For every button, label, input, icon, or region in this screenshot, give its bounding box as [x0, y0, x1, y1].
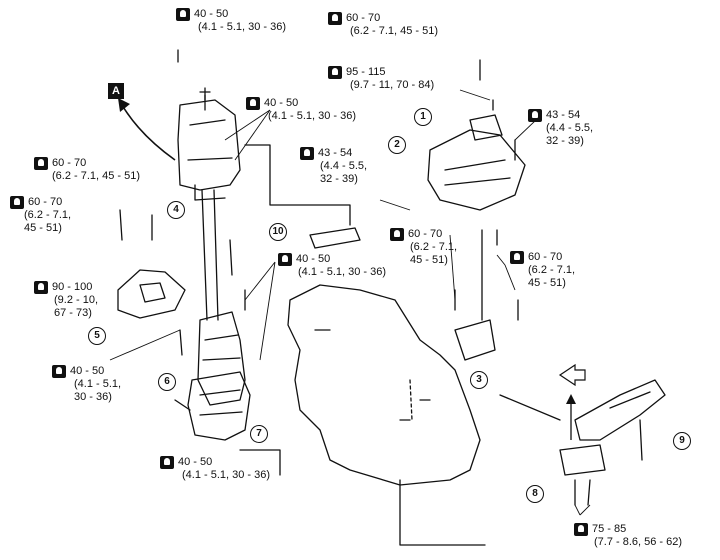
torque-label: 40 - 50 (4.1 - 5.1, 30 - 36)	[160, 456, 270, 482]
wrench-icon	[52, 365, 66, 378]
torque-label: 60 - 70 (6.2 - 7.1, 45 - 51)	[390, 228, 457, 267]
part-callout: 1	[414, 108, 432, 126]
center-mount	[197, 311, 246, 406]
torque-label: 40 - 50 (4.1 - 5.1, 30 - 36)	[52, 365, 121, 404]
wrench-icon	[510, 251, 524, 264]
torque-label: 60 - 70 (6.2 - 7.1, 45 - 51)	[34, 157, 140, 183]
wrench-icon	[278, 253, 292, 266]
wrench-icon	[328, 66, 342, 79]
torque-label: 40 - 50 (4.1 - 5.1, 30 - 36)	[278, 253, 386, 279]
wrench-icon	[328, 12, 342, 25]
part-callout: 2	[388, 136, 406, 154]
torque-label: 43 - 54 (4.4 - 5.5, 32 - 39)	[300, 147, 367, 186]
part-callout: 7	[250, 425, 268, 443]
wrench-icon	[300, 147, 314, 160]
wrench-icon	[176, 8, 190, 21]
wrench-icon	[528, 109, 542, 122]
torque-label: 60 - 70 (6.2 - 7.1, 45 - 51)	[328, 12, 438, 38]
lower-bracket	[187, 371, 251, 441]
wrench-icon	[10, 196, 24, 209]
wrench-icon	[160, 456, 174, 469]
part-callout: 4	[167, 201, 185, 219]
torque-label: 60 - 70 (6.2 - 7.1, 45 - 51)	[10, 196, 71, 235]
torque-rod	[574, 379, 666, 441]
torque-label: 40 - 50 (4.1 - 5.1, 30 - 36)	[176, 8, 286, 34]
torque-label: 75 - 85 (7.7 - 8.6, 56 - 62)	[574, 523, 682, 549]
front-mount-bracket	[177, 99, 241, 191]
torque-label: 90 - 100 (9.2 - 10, 67 - 73)	[34, 281, 98, 320]
view-a-marker: A	[108, 83, 124, 99]
torque-label: 95 - 115 (9.7 - 11, 70 - 84)	[328, 66, 434, 92]
part-callout: 9	[673, 432, 691, 450]
part-callout: 3	[470, 371, 488, 389]
part-callout: 6	[158, 373, 176, 391]
wrench-icon	[574, 523, 588, 536]
wrench-icon	[246, 97, 260, 110]
torque-label: 40 - 50 (4.1 - 5.1, 30 - 36)	[246, 97, 356, 123]
rear-mount	[427, 129, 526, 211]
left-mount	[117, 269, 186, 319]
torque-label: 60 - 70 (6.2 - 7.1, 45 - 51)	[510, 251, 575, 290]
wrench-icon	[34, 281, 48, 294]
part-callout: 10	[269, 223, 287, 241]
part-callout: 5	[88, 327, 106, 345]
part-callout: 8	[526, 485, 544, 503]
wrench-icon	[390, 228, 404, 241]
engine-outline	[287, 284, 481, 486]
torque-label: 43 - 54 (4.4 - 5.5, 32 - 39)	[528, 109, 593, 148]
wrench-icon	[34, 157, 48, 170]
